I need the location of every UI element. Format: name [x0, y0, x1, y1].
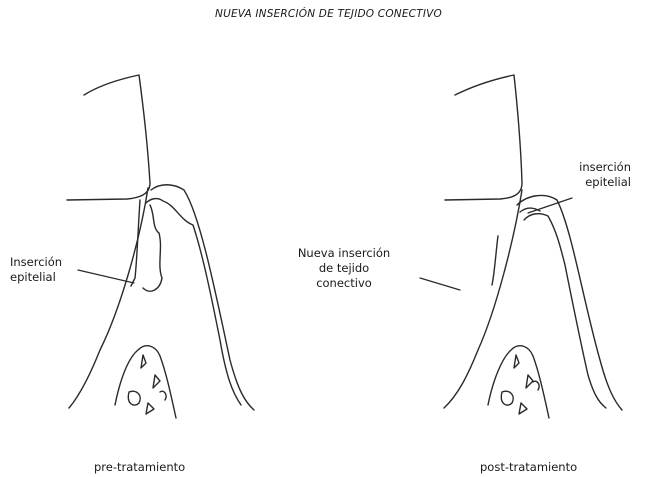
label-line: Nueva inserción: [283, 246, 405, 261]
label-leader-right: [528, 198, 572, 213]
marrow-space: [526, 375, 533, 388]
marrow-space: [519, 403, 527, 414]
label-line: inserción: [568, 160, 631, 175]
connective-attachment: [492, 236, 498, 285]
gingiva-inner: [524, 214, 606, 408]
label-right-attachment: inserción epitelial: [568, 160, 631, 190]
tooth-root: [444, 190, 522, 408]
gingiva-outer: [517, 195, 622, 410]
label-line: Inserción: [10, 255, 62, 270]
label-left-attachment: Inserción epitelial: [10, 255, 62, 285]
caption-pre-treatment: pre-tratamiento: [94, 460, 185, 474]
label-new-connective-attachment: Nueva inserción de tejido conectivo: [283, 246, 405, 291]
label-line: epitelial: [568, 175, 631, 190]
label-line: epitelial: [10, 270, 62, 285]
label-leader-middle: [420, 278, 460, 290]
marrow-space: [533, 381, 539, 390]
label-line: conectivo: [283, 276, 405, 291]
label-line: de tejido: [283, 261, 405, 276]
caption-post-treatment: post-tratamiento: [480, 460, 577, 474]
marrow-space: [514, 355, 519, 368]
alveolar-bone: [488, 346, 549, 418]
marrow-space: [501, 391, 513, 405]
tooth-crown: [445, 75, 522, 200]
